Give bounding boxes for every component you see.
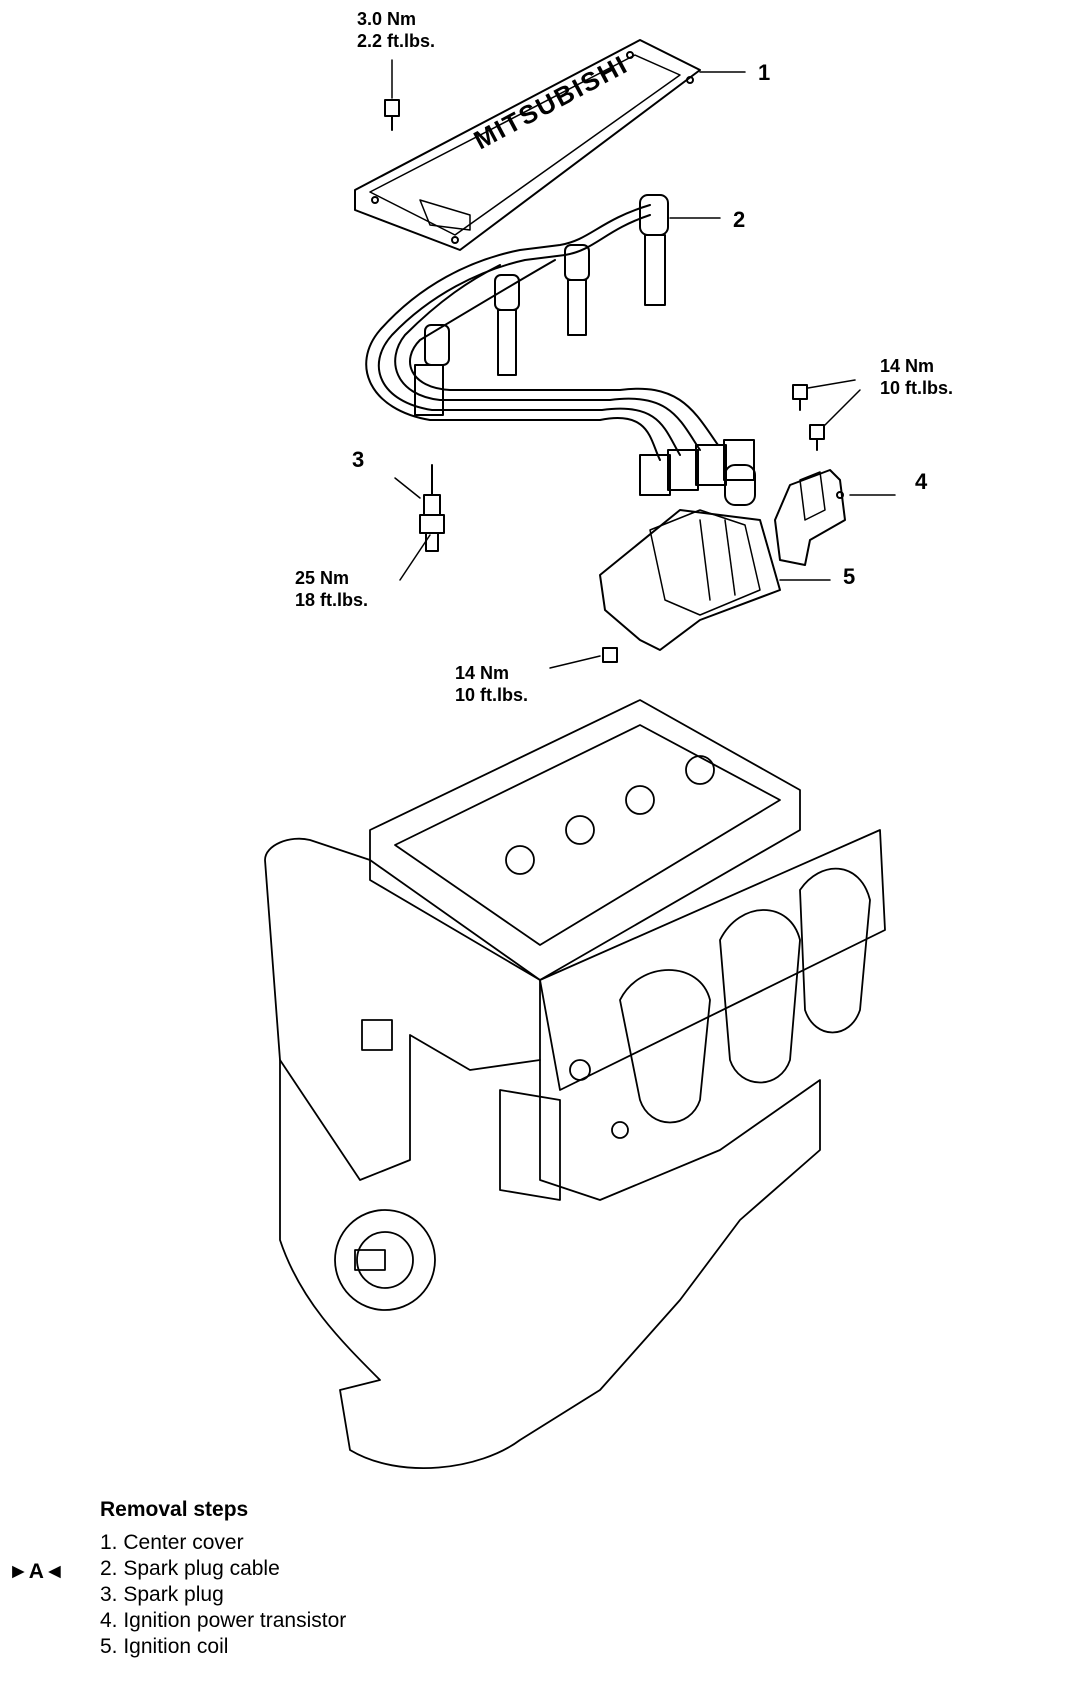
callout-2: 2	[733, 207, 746, 232]
spark-plug-torque: 25 Nm 18 ft.lbs.	[295, 567, 368, 611]
coil-bolt	[549, 647, 618, 669]
spark-plug-torque-nm: 25 Nm	[295, 568, 350, 588]
removal-step: 5. Ignition coil	[100, 1635, 229, 1658]
coil-bolt-torque-ftlbs: 10 ft.lbs.	[455, 685, 529, 705]
cover-bolt-torque: 3.0 Nm 2.2 ft.lbs.	[357, 8, 435, 52]
ignition-power-transistor	[774, 469, 896, 566]
removal-steps-title: Removal steps	[100, 1498, 249, 1521]
removal-step: 4. Ignition power transistor	[100, 1609, 347, 1632]
spark-plug-cables	[365, 194, 755, 496]
coil-bolt-torque-nm: 14 Nm	[455, 663, 510, 683]
spark-plug	[394, 464, 445, 581]
callout-3: 3	[352, 447, 365, 472]
cover-bolt-torque-ftlbs: 2.2 ft.lbs.	[357, 31, 436, 51]
transistor-bolt-torque-nm: 14 Nm	[880, 356, 935, 376]
removal-step: 2. Spark plug cable	[100, 1557, 280, 1580]
removal-steps: Removal steps 1. Center cover 2. Spark p…	[100, 1498, 346, 1660]
service-marker-a: ►A◄	[8, 1560, 65, 1583]
transistor-bolt-torque: 14 Nm 10 ft.lbs.	[880, 355, 953, 399]
center-cover: MITSUBISHI	[354, 39, 701, 251]
ignition-coil	[599, 464, 831, 651]
removal-step: 3. Spark plug	[100, 1583, 224, 1606]
transistor-bolts	[792, 379, 861, 451]
cover-bolt	[384, 59, 400, 131]
spark-plug-torque-ftlbs: 18 ft.lbs.	[295, 590, 369, 610]
callout-4: 4	[915, 469, 928, 494]
callout-1: 1	[758, 60, 771, 85]
coil-bolt-torque: 14 Nm 10 ft.lbs.	[455, 662, 528, 706]
transistor-bolt-torque-ftlbs: 10 ft.lbs.	[880, 378, 954, 398]
callout-5: 5	[843, 564, 856, 589]
cover-bolt-torque-nm: 3.0 Nm	[357, 9, 417, 29]
removal-step: 1. Center cover	[100, 1531, 244, 1554]
engine-block	[264, 699, 886, 1470]
